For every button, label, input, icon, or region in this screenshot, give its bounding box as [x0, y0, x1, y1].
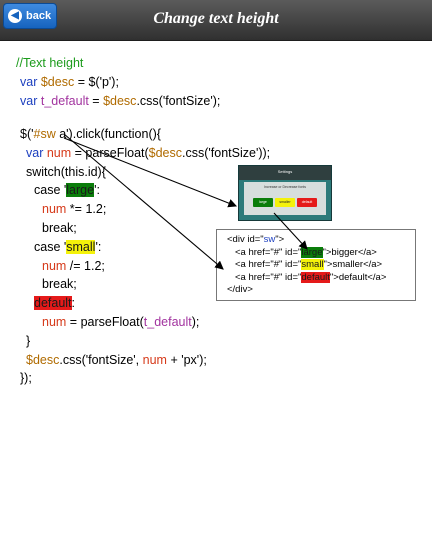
- html-line: <div id="sw">: [227, 234, 285, 245]
- back-button[interactable]: ◀ back: [3, 3, 57, 29]
- code-line: case 'small':: [34, 239, 102, 254]
- code-line: num *= 1.2;: [42, 202, 107, 217]
- arrow-to-html: [63, 133, 224, 270]
- thumbnail-title: Settings: [277, 169, 293, 174]
- top-bar: ◀ back Change text height: [0, 0, 432, 41]
- thumbnail-header: Settings: [239, 166, 331, 180]
- code-line: //Text height: [16, 56, 84, 70]
- code-line: switch(this.id){: [26, 164, 106, 179]
- thumbnail-smaller-button: smaller: [275, 198, 295, 207]
- code-line: break;: [42, 277, 77, 292]
- code-line: num /= 1.2;: [42, 258, 105, 273]
- code-line: var num = parseFloat($desc.css('fontSize…: [26, 145, 271, 160]
- code-line: var t_default = $desc.css('fontSize');: [20, 93, 221, 108]
- code-line: num = parseFloat(t_default);: [42, 315, 200, 329]
- thumbnail-default-button: default: [297, 198, 317, 207]
- html-line: <a href="#" id="large">bigger</a>: [235, 246, 377, 258]
- code-line: case 'large':: [34, 183, 100, 198]
- thumbnail-text: Increase or Decrease fonts: [263, 185, 307, 189]
- arrow-to-thumbnail: [63, 137, 238, 208]
- code-line: }: [26, 333, 31, 348]
- code-line: });: [20, 371, 32, 386]
- html-snippet-box: <div id="sw"> <a href="#" id="large">big…: [216, 229, 416, 301]
- thumbnail-body: Increase or Decrease fonts large smaller…: [244, 182, 326, 215]
- back-arrow-icon: ◀: [8, 9, 22, 23]
- code-listing: //Text height var $desc = $('p'); var t_…: [16, 54, 270, 411]
- thumbnail-large-button: large: [253, 198, 273, 207]
- back-label: back: [26, 10, 52, 22]
- html-line: </div>: [227, 284, 253, 295]
- code-line: break;: [42, 221, 77, 235]
- code-line: var $desc = $('p');: [20, 74, 119, 89]
- code-line: $desc.css('fontSize', num + 'px');: [26, 352, 207, 367]
- html-line: <a href="#" id="small">smaller</a>: [235, 259, 383, 270]
- code-line: $('#sw a').click(function(){: [20, 127, 161, 141]
- settings-screenshot-thumbnail: Settings Increase or Decrease fonts larg…: [238, 165, 332, 221]
- code-line: default:: [34, 296, 76, 311]
- arrow-thumbnail-to-html: [273, 212, 308, 250]
- page-title: Change text height: [153, 10, 279, 27]
- html-line: <a href="#" id="default">default</a>: [235, 271, 387, 283]
